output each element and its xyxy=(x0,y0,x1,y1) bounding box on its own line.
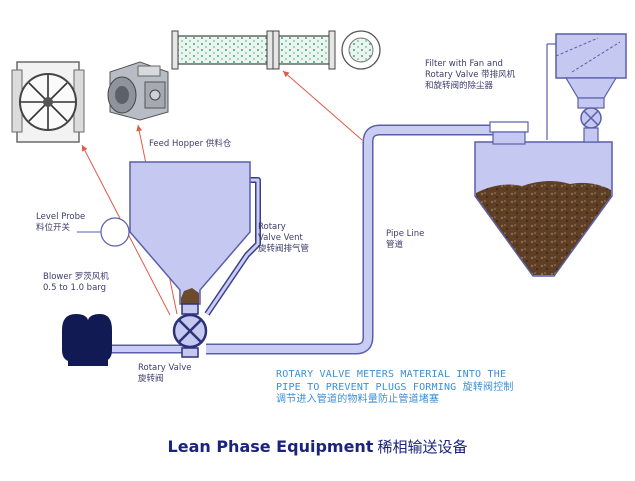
rotary-valve-note: ROTARY VALVE METERS MATERIAL INTO THE PI… xyxy=(276,369,514,405)
rotary-valve-vent-label: Rotary Valve Vent 旋转阀排气管 xyxy=(258,222,310,254)
rotary-valve-vent-line xyxy=(204,177,261,316)
pipe-line-label: Pipe Line 管道 xyxy=(386,229,425,250)
dilute-phase-pipe-illustration xyxy=(171,30,381,70)
filter-unit xyxy=(546,33,627,143)
roots-blower xyxy=(62,314,112,366)
filter-label: Filter with Fan and Rotary Valve 带排风机 和旋… xyxy=(425,59,516,91)
rotary-valve-label: Rotary Valve 旋转阀 xyxy=(138,363,192,384)
title-english: Lean Phase Equipment xyxy=(167,437,374,456)
conveying-pipe-line xyxy=(104,124,512,355)
level-probe xyxy=(77,217,130,247)
blower-label: Blower 罗茨风机 0.5 to 1.0 barg xyxy=(43,272,109,293)
level-probe-label: Level Probe 料位开关 xyxy=(36,212,86,233)
title-chinese: 稀相输送设备 xyxy=(377,438,468,456)
rotary-valve xyxy=(172,303,208,358)
feed-hopper-label: Feed Hopper 供料仓 xyxy=(149,139,232,149)
feed-hopper xyxy=(129,161,251,305)
rotary-valve-cutaway-illustration xyxy=(11,61,85,143)
receiving-vessel xyxy=(474,121,613,277)
rotary-valve-photo xyxy=(107,61,169,121)
